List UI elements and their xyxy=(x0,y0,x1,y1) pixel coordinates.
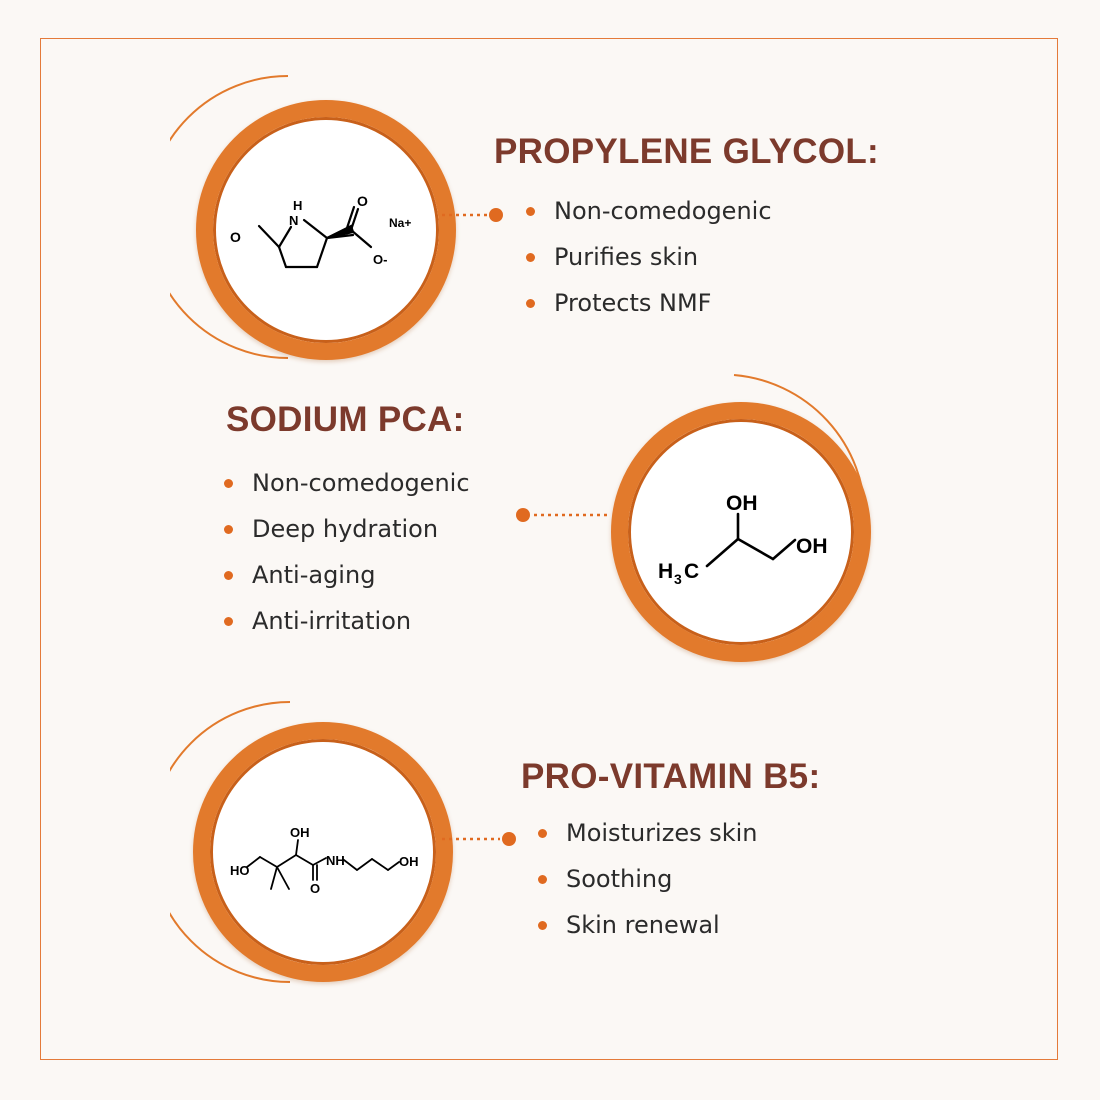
list-item: Non-comedogenic xyxy=(524,188,772,234)
bullet-dot-icon xyxy=(224,617,233,626)
decorative-arc xyxy=(170,701,291,983)
benefit-text: Anti-aging xyxy=(252,561,376,589)
atom-label: 3 xyxy=(674,571,682,587)
dotted-connector xyxy=(516,508,608,522)
benefit-text: Deep hydration xyxy=(252,515,439,543)
list-item: Skin renewal xyxy=(536,902,758,948)
benefit-text: Anti-irritation xyxy=(252,607,412,635)
benefit-list: Moisturizes skin Soothing Skin renewal xyxy=(536,810,758,948)
atom-label: N xyxy=(289,213,298,228)
molecule-circle: OH HO NH OH O xyxy=(193,722,453,982)
ingredient-title: PRO-VITAMIN B5: xyxy=(521,757,821,796)
bullet-dot-icon xyxy=(526,253,535,262)
dotted-connector xyxy=(442,832,516,846)
decorative-arc xyxy=(733,374,866,661)
list-item: Anti-aging xyxy=(222,552,470,598)
list-item: Anti-irritation xyxy=(222,598,470,644)
atom-label: OH xyxy=(290,825,310,840)
list-item: Deep hydration xyxy=(222,506,470,552)
atom-label: OH xyxy=(726,492,758,515)
bullet-dot-icon xyxy=(224,525,233,534)
bullet-dot-icon xyxy=(538,875,547,884)
benefit-text: Purifies skin xyxy=(554,243,699,271)
benefit-text: Moisturizes skin xyxy=(566,819,758,847)
list-item: Purifies skin xyxy=(524,234,772,280)
molecule-circle: O N H O Na+ O- xyxy=(196,100,456,360)
atom-label: O xyxy=(230,229,241,245)
atom-label: C xyxy=(684,560,699,583)
atom-label: OH xyxy=(399,854,419,869)
list-item: Moisturizes skin xyxy=(536,810,758,856)
benefit-list: Non-comedogenic Purifies skin Protects N… xyxy=(524,188,772,326)
atom-label: Na+ xyxy=(389,216,411,230)
propylene-glycol-molecule-icon: OH OH H 3 C xyxy=(658,492,828,587)
benefit-text: Protects NMF xyxy=(554,289,712,317)
benefit-text: Non-comedogenic xyxy=(252,469,470,497)
list-item: Protects NMF xyxy=(524,280,772,326)
benefit-text: Skin renewal xyxy=(566,911,720,939)
bullet-dot-icon xyxy=(538,829,547,838)
benefit-text: Non-comedogenic xyxy=(554,197,772,225)
benefit-list: Non-comedogenic Deep hydration Anti-agin… xyxy=(222,460,470,644)
atom-label: O xyxy=(310,881,320,896)
page-frame xyxy=(40,38,1058,1060)
atom-label: H xyxy=(658,560,673,583)
atom-label: HO xyxy=(230,863,250,878)
ingredient-title: SODIUM PCA: xyxy=(226,400,465,439)
panthenol-molecule-icon: OH HO NH OH O xyxy=(230,825,419,896)
atom-label: O xyxy=(357,193,368,209)
ingredient-title: PROPYLENE GLYCOL: xyxy=(494,132,879,171)
list-item: Soothing xyxy=(536,856,758,902)
bullet-dot-icon xyxy=(526,207,535,216)
bullet-dot-icon xyxy=(224,479,233,488)
bullet-dot-icon xyxy=(224,571,233,580)
atom-label: H xyxy=(293,198,302,213)
atom-label: O- xyxy=(373,252,387,267)
decorative-arc xyxy=(170,75,289,359)
sodium-pca-molecule-icon: O N H O Na+ O- xyxy=(230,193,411,269)
atom-label: OH xyxy=(796,535,828,558)
bullet-dot-icon xyxy=(526,299,535,308)
benefit-text: Soothing xyxy=(566,865,673,893)
atom-label: NH xyxy=(326,853,345,868)
dotted-connector xyxy=(442,208,503,222)
list-item: Non-comedogenic xyxy=(222,460,470,506)
bullet-dot-icon xyxy=(538,921,547,930)
